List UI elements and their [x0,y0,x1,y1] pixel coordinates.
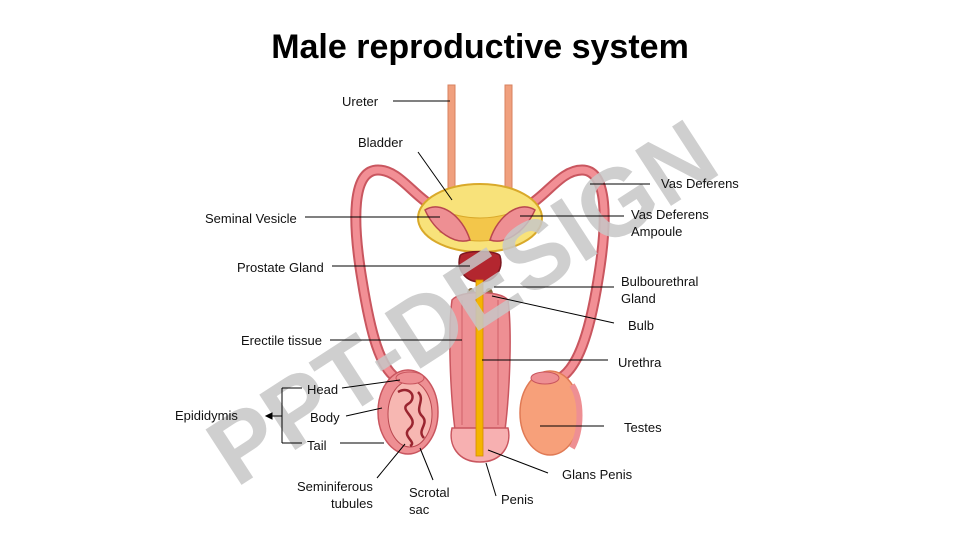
label-bulbourethral-gland-line1: Bulbourethral [621,274,699,289]
label-erectile-tissue: Erectile tissue [241,333,322,348]
label-epididymis: Epididymis [175,408,238,423]
label-scrotal-sac: Scrotal sac [409,484,449,518]
diagram-title: Male reproductive system [271,28,689,66]
label-bulbourethral-gland-line2: Gland [621,291,656,306]
urethra [475,279,484,457]
label-testes: Testes [624,420,662,435]
label-head: Head [307,382,339,397]
label-bladder: Bladder [358,135,403,150]
vas-deferens [350,164,610,386]
label-seminal-vesicle: Seminal Vesicle [205,211,297,226]
label-scrotal-sac-line2: sac [409,502,430,517]
prostate-gland [458,250,502,283]
label-vas-deferens: Vas Deferens [661,176,739,191]
label-seminiferous-tubules-line1: Seminiferous [297,479,373,494]
label-ureter: Ureter [342,94,379,109]
label-urethra: Urethra [618,355,662,370]
label-glans-penis: Glans Penis [562,467,633,482]
label-prostate-gland: Prostate Gland [237,260,324,275]
leader-lines [264,100,650,497]
label-vas-deferens-ampoule-line2: Ampoule [631,224,683,239]
label-body: Body [310,410,340,425]
label-bulbourethral-gland: Bulbourethral Gland [621,273,698,307]
label-vas-deferens-ampoule: Vas Deferens Ampoule [631,206,709,240]
left-testis-section [377,369,439,455]
label-seminiferous-tubules-line2: tubules [330,496,373,511]
label-scrotal-sac-line1: Scrotal [409,485,450,500]
label-tail: Tail [307,438,327,453]
label-seminiferous-tubules: Seminiferous tubules [297,478,373,512]
right-testis [519,370,583,456]
label-vas-deferens-ampoule-line1: Vas Deferens [631,207,709,222]
label-penis: Penis [501,492,534,507]
seminal-vesicles [424,206,536,242]
ureters [447,84,513,196]
label-bulb: Bulb [628,318,655,333]
